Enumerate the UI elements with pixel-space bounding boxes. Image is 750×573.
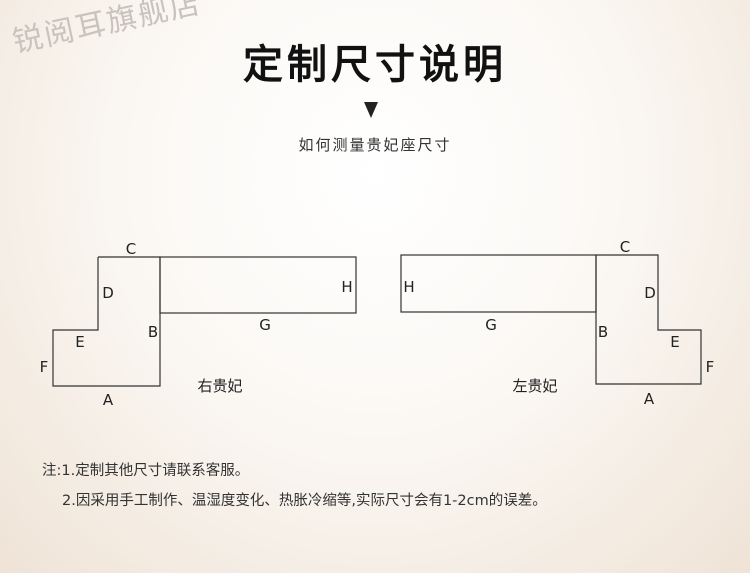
label-e: E [670,333,679,351]
label-g: G [485,316,497,334]
label-a: A [644,390,655,408]
label-f: F [40,358,49,376]
page-subtitle: 如何测量贵妃座尺寸 [298,136,452,154]
label-d: D [102,284,114,302]
label-b: B [598,323,608,341]
note-line-1: 注:1.定制其他尺寸请联系客服。 [42,463,250,479]
right-chaise-seat-outline [159,256,357,314]
page-title: 定制尺寸说明 [243,42,507,88]
right-chaise-diagram: C D B E F A G H 右贵妃 [40,240,357,409]
right-chaise-outline [52,256,161,387]
down-arrow-icon [364,102,378,118]
label-h: H [403,278,414,296]
label-f: F [706,358,715,376]
note-line-2: 2.因采用手工制作、温湿度变化、热胀冷缩等,实际尺寸会有1-2cm的误差。 [62,493,547,509]
left-chaise-seat-outline [400,254,597,313]
label-c: C [620,238,630,256]
label-c: C [126,240,136,258]
label-g: G [259,316,271,334]
label-h: H [341,278,352,296]
label-e: E [75,333,84,351]
label-a: A [103,391,114,409]
left-chaise-outline [595,254,702,385]
label-b: B [148,323,158,341]
left-chaise-caption: 左贵妃 [512,377,557,395]
left-chaise-diagram: C D B E F A G H 左贵妃 [400,238,715,408]
label-d: D [644,284,656,302]
right-chaise-caption: 右贵妃 [197,377,242,395]
